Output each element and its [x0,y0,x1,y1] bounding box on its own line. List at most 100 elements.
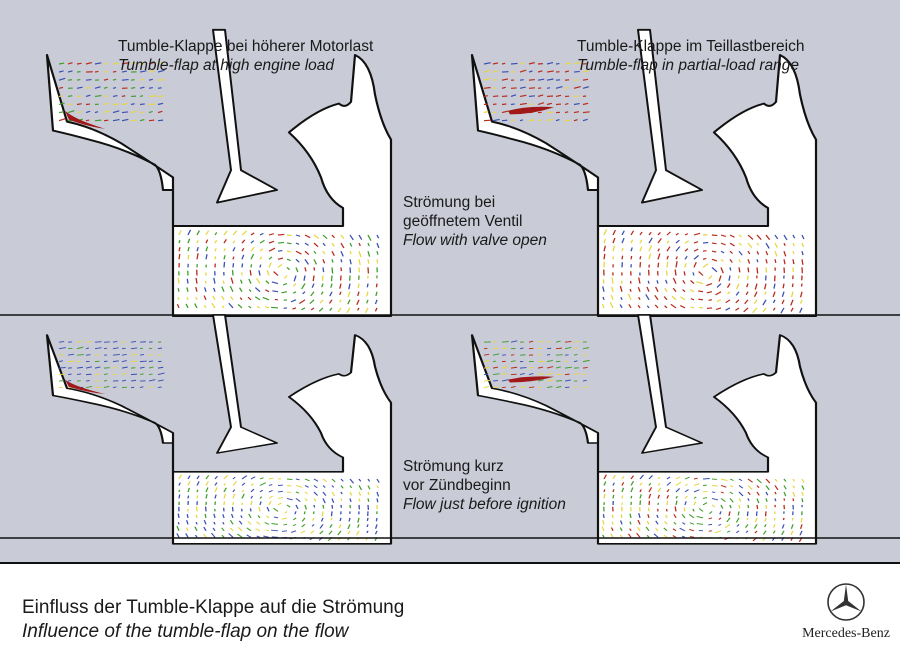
flow-vector [483,86,491,89]
flow-vector [259,501,262,506]
flow-vector [205,481,209,486]
flow-vector [263,535,270,538]
flow-vector [546,118,554,122]
flow-vector [537,70,543,73]
flow-vector [648,253,652,260]
flow-vector [277,257,284,260]
flow-vector [738,498,742,502]
flow-vector [313,267,316,271]
flow-vector [630,255,633,260]
flow-vector [790,307,794,312]
flow-vector [619,527,623,532]
flow-vector [239,297,243,301]
flow-vector [664,305,668,309]
flow-vector [728,511,731,516]
flow-vector [519,94,527,97]
flow-vector [684,495,688,499]
flow-vector [675,261,678,268]
flow-vector [564,86,569,89]
footer-title: Einfluss der Tumble-Klappe auf die Ström… [22,596,404,644]
flow-vector [322,491,327,496]
flow-vector [629,521,632,525]
flow-vector [203,526,207,532]
flow-vector [510,385,516,389]
flow-vector [130,353,138,356]
flow-vector [304,485,309,488]
flow-vector [358,242,361,247]
flow-vector [684,483,688,486]
flow-vector [747,498,750,501]
flow-vector [301,524,306,528]
flow-vector [546,379,554,382]
flow-vector [639,489,642,493]
flow-vector [250,232,255,236]
flow-vector [112,347,119,350]
flow-vector [555,347,562,350]
flow-vector [295,491,300,494]
flow-vector [675,488,681,493]
flow-vector [273,507,279,512]
flow-vector [648,493,652,499]
flow-vector [295,258,300,263]
flow-vector [537,353,543,356]
flow-vector [196,489,199,493]
flow-vector [756,491,760,496]
flow-vector [319,524,324,529]
flow-vector [648,245,653,252]
flow-vector [254,287,261,293]
flow-vector [655,286,659,292]
flow-vector [112,94,118,97]
flow-vector [121,78,129,81]
flow-vector [195,277,198,284]
flow-vector [295,250,302,255]
flow-vector [271,523,279,525]
flow-vector [602,286,605,292]
flow-vector [555,94,562,97]
flow-vector [214,494,217,499]
flow-vector [304,498,308,502]
flow-vector [103,385,110,389]
flow-vector [250,495,254,499]
flow-vector [301,283,306,290]
flow-vector [783,259,786,265]
flow-vector [728,275,731,281]
flow-vector [94,119,102,122]
intake-valve [212,28,278,204]
flow-vector [619,304,623,309]
flow-vector [94,94,102,97]
flow-vector [139,95,144,97]
flow-vector [790,524,794,529]
flow-vector [139,360,147,363]
flow-vector [801,491,804,496]
flow-vector [58,62,65,65]
flow-vector [255,528,261,532]
flow-vector [690,298,695,301]
flow-vector [648,482,652,486]
flow-vector [304,242,309,246]
flow-vector [266,270,270,276]
flow-vector [720,234,727,238]
flow-vector [783,242,786,246]
flow-vector [320,291,324,295]
flow-vector [249,508,252,512]
flow-vector [196,481,200,486]
flow-vector [340,491,343,495]
flow-vector [112,62,119,65]
flow-vector [720,250,725,254]
flow-vector [204,280,207,284]
flow-vector [222,280,225,284]
flow-vector [528,70,533,73]
flow-vector [492,341,497,343]
flow-vector [337,307,342,313]
flow-vector [772,299,776,304]
flow-vector [765,485,770,491]
flow-vector [799,530,803,536]
flow-vector [501,366,509,369]
flow-vector [737,511,740,516]
flow-vector [213,277,216,284]
flow-vector [331,478,336,483]
flow-vector [202,533,207,538]
flow-vector [148,69,155,73]
flow-vector [492,103,497,106]
flow-vector [564,360,569,363]
